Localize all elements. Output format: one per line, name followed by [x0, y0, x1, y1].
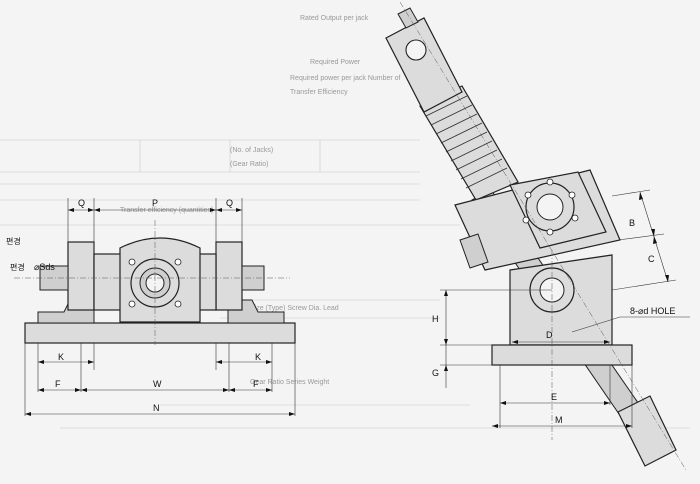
ghost-text-3: Required power per jack Number of — [290, 75, 401, 82]
ghost-text-8: Size (Type) Screw Dia. Lead — [250, 305, 339, 312]
right-flange — [215, 241, 243, 311]
bolt-2 — [174, 258, 182, 266]
side-base-plate — [491, 344, 633, 366]
cover-bore — [536, 193, 564, 221]
side-view — [385, 1, 687, 471]
cover-bolts — [522, 178, 579, 236]
dim-b: B — [629, 218, 635, 228]
dim-p: P — [152, 198, 158, 208]
dim-f-right: F — [253, 379, 259, 389]
dim-w: W — [153, 379, 162, 389]
dim-k-right: K — [255, 352, 261, 362]
bolt-3 — [128, 300, 136, 308]
dim-k-left: K — [58, 352, 64, 362]
ghost-text-5: (No. of Jacks) — [230, 147, 273, 154]
ghost-text-4: Transfer Efficiency — [290, 89, 348, 96]
bolt-1 — [128, 258, 136, 266]
side-center-axis — [399, 1, 687, 471]
input-shaft — [459, 233, 489, 269]
side-view-dimensions: B C 8-⌀d HOLE D H G E M — [432, 189, 690, 428]
bolt-4 — [174, 300, 182, 308]
ghost-text-1: Rated Output per jack — [300, 15, 369, 22]
dim-g: G — [432, 368, 439, 378]
dim-e: E — [551, 392, 557, 402]
ghost-text-6: (Gear Ratio) — [230, 161, 269, 168]
base-plate — [24, 322, 296, 344]
ghost-text-2: Required Power — [310, 59, 361, 66]
dim-d: D — [546, 330, 553, 340]
left-flange — [67, 241, 95, 311]
ghost-text-7: Transfer efficiency (quantities) — [120, 207, 213, 214]
top-clevis — [385, 17, 463, 113]
label-shaft-dia: ⌀Sds — [34, 262, 55, 272]
clevis-hole — [405, 39, 427, 61]
dim-n: N — [153, 403, 160, 413]
dim-q-left: Q — [78, 198, 85, 208]
label-hole: 8-⌀d HOLE — [630, 306, 675, 316]
dim-c: C — [648, 254, 655, 264]
rod-end — [617, 395, 677, 467]
dim-q-right: Q — [226, 198, 233, 208]
background-ghost-text: Rated Output per jack Required Power Req… — [0, 15, 690, 429]
label-pyeongyeong-2: 편경 — [10, 262, 25, 272]
dim-h: H — [432, 314, 439, 324]
bellows-folds — [425, 95, 508, 189]
front-view-dimensions: Q P Q 편경 편경 ⌀Sds K K F W F — [6, 198, 296, 416]
front-view — [14, 220, 296, 345]
ghost-text-9: Gear Ratio Series Weight — [250, 379, 329, 386]
dim-f-left: F — [55, 379, 61, 389]
dim-m: M — [555, 415, 563, 425]
label-pyeongyeong: 편경 — [6, 236, 21, 246]
